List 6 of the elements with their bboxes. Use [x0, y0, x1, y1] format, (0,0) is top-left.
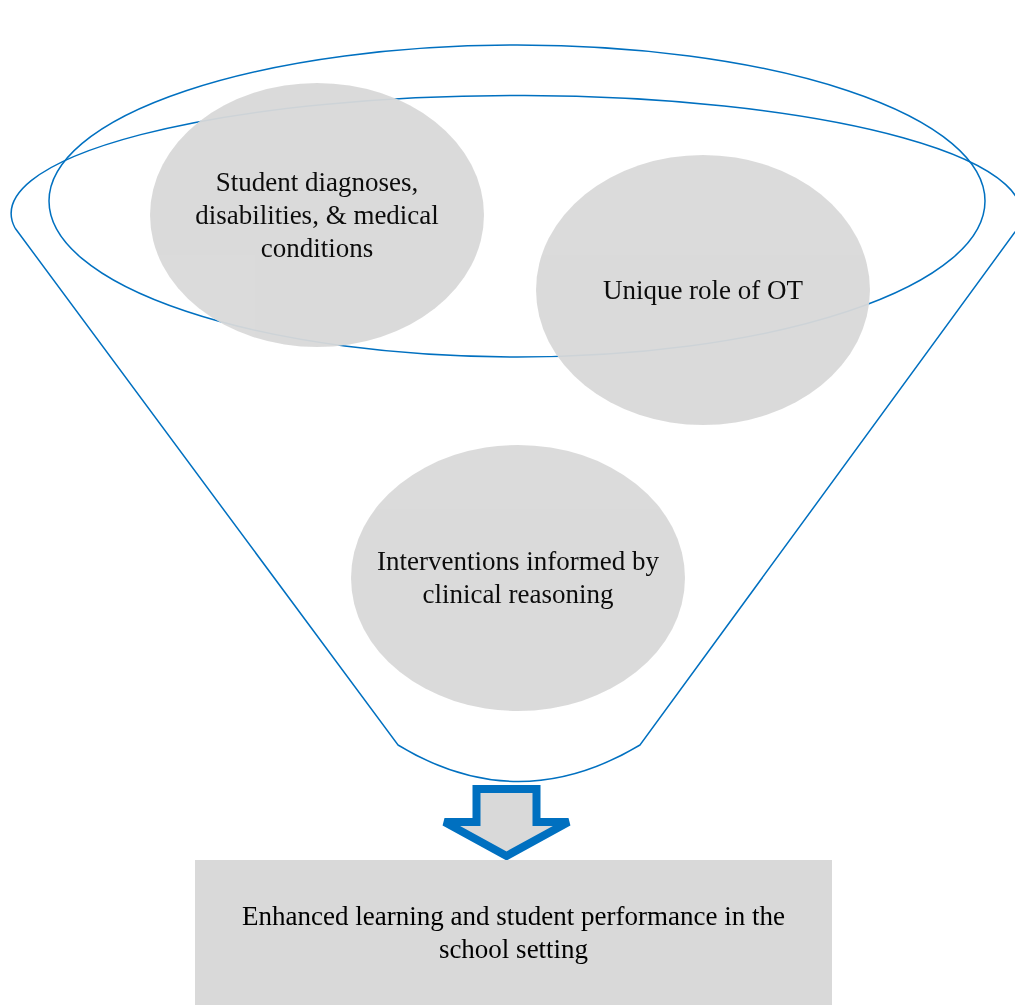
result-box	[195, 860, 832, 1005]
node-label: Enhanced learning and student performance in the school setting	[241, 899, 786, 966]
node-label: Interventions informed by clinical reasoning	[376, 545, 660, 611]
block-arrow	[440, 785, 573, 861]
node-label: Student diagnoses, disabilities, & medical conditions	[194, 165, 440, 265]
node-label: Unique role of OT	[602, 273, 804, 307]
